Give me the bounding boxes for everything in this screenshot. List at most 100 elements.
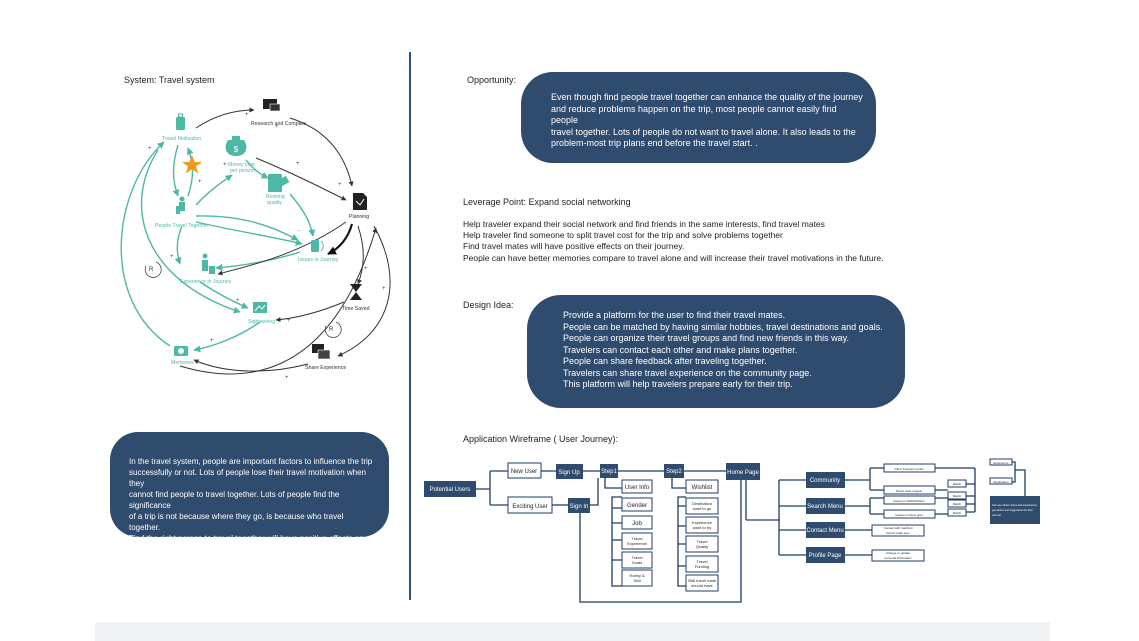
wireframe-diagram: Potential Users Sign Up Sign In Step1 St… — [424, 458, 1040, 603]
document-icon — [353, 193, 367, 210]
wish-experience-l2: want to try — [693, 525, 711, 530]
node-sightseeing: Sightseeing — [248, 319, 275, 325]
summary-line: In the travel system, people are importa… — [129, 457, 373, 466]
wish-funding-l2: Funding — [695, 564, 709, 569]
job-label: Job — [632, 521, 642, 527]
link-money-planning — [255, 157, 347, 201]
summary-line: successfully or not. Lots of people lose… — [129, 468, 367, 488]
opportunity-line: Even though find people travel together … — [551, 92, 863, 102]
star-icon — [182, 155, 202, 174]
existing-user-label: Exciting User — [512, 504, 547, 510]
sign-in-button: Sign In — [570, 504, 589, 510]
design-line: Provide a platform for the user to find … — [563, 310, 786, 320]
link-motivation-sightseeing — [140, 149, 241, 314]
section-divider — [409, 52, 411, 600]
summary-line: cannot find people to travel together. L… — [129, 490, 340, 510]
loop-label-1: R — [149, 267, 154, 273]
travel-experience-l1: Travel — [632, 536, 643, 541]
sign-plus: + — [170, 254, 174, 260]
gender-label: Gender — [627, 503, 647, 509]
sign-plus: + — [287, 318, 291, 324]
design-line: People can organize their travel groups … — [563, 333, 849, 343]
sign-plus: + — [364, 266, 368, 272]
link-planning-experience — [217, 221, 347, 276]
causal-loop-diagram: $ R R + + — [120, 99, 391, 381]
link-people-experience — [174, 225, 183, 265]
note-travel-mate-request: Travel mate request — [896, 489, 923, 493]
wish-quality-l2: Quality — [696, 544, 708, 549]
hobby-skill-l2: Skill — [633, 578, 640, 583]
travel-experience-l2: Experience — [627, 541, 648, 546]
svg-text:$: $ — [234, 145, 239, 154]
step1-label: Step1 — [601, 469, 617, 475]
note-match: Match — [953, 511, 962, 515]
link-planning-share — [337, 225, 391, 357]
menu-community: Community — [810, 478, 840, 484]
leverage-line: Help traveler find someone to split trav… — [463, 230, 783, 241]
design-label: Design Idea: — [463, 300, 514, 310]
note-match: Match — [953, 482, 962, 486]
link-motivation-people — [172, 144, 180, 197]
booking-icon — [268, 174, 290, 192]
link-sightseeing-memories — [193, 321, 261, 353]
opportunity-line: problem-most trip plans end before the t… — [551, 138, 758, 148]
link-share-memories — [193, 359, 309, 372]
wishlist-label: Wishlist — [692, 485, 713, 491]
menu-profile: Profile Page — [809, 553, 842, 559]
link-memories-motivation — [120, 141, 171, 347]
design-line: Travelers can contact each other and mak… — [563, 344, 798, 355]
node-planning: Planning — [349, 214, 369, 220]
wish-destination-l1: Destination — [692, 501, 712, 506]
system-title: System: Travel system — [124, 75, 215, 85]
link-issues-experience — [215, 251, 301, 271]
step2-label: Step2 — [666, 469, 682, 475]
wish-quality-l1: Travel — [697, 539, 708, 544]
sign-plus: + — [236, 298, 240, 304]
link-motivation-research — [195, 107, 255, 129]
link-experience-sightseeing — [199, 281, 249, 309]
link-memories-share-outer — [179, 227, 378, 375]
travel-goals-l1: Travel — [632, 555, 643, 560]
node-research-compare: Research and Compare — [251, 121, 306, 127]
note-destination: Destination — [993, 480, 1008, 484]
traveler-icon — [202, 253, 215, 274]
link-planning-issues-bold — [327, 223, 354, 255]
opportunity-box: Even though find people travel together … — [521, 72, 876, 163]
luggage-icon — [176, 113, 185, 130]
link-people-money — [195, 174, 233, 206]
user-info-label: User Info — [625, 485, 650, 491]
link-time-sightseeing — [275, 301, 345, 323]
sign-up-button: Sign Up — [558, 470, 580, 476]
summary-line: later planning and traveling stages. — [129, 556, 254, 565]
travel-goals-l2: Goals — [632, 560, 642, 565]
share-screens-icon — [312, 344, 331, 360]
design-line: This platform will help travelers prepar… — [563, 379, 793, 389]
suggestion-line-2: get advice and suggestions for their — [992, 508, 1033, 512]
home-page-label: Home Page — [727, 470, 759, 476]
sign-plus: + — [275, 124, 279, 130]
note-experience: Experience — [993, 461, 1008, 465]
node-money-cost-l2: per person — [230, 168, 255, 174]
wireframe-title: Application Wireframe ( User Journey): — [463, 434, 619, 444]
opportunity-line: travel together. Lots of people do not w… — [551, 126, 856, 137]
phone-icon — [311, 240, 324, 252]
leverage-line: Find travel mates will have positive eff… — [463, 241, 685, 252]
sign-plus: + — [338, 182, 342, 188]
sign-minus: - — [298, 228, 300, 234]
link-money-booking — [245, 159, 269, 179]
node-experience-in-journey: Experience in Journey — [180, 279, 232, 285]
sign-plus: + — [223, 162, 227, 168]
link-people-issues-curve — [195, 221, 303, 246]
loop-label-2: R — [329, 327, 334, 333]
link-people-motivation — [186, 147, 194, 197]
note-contact-l1: Contact with matched — [884, 526, 913, 530]
person-icon — [176, 196, 185, 214]
node-booking-l1: Booking — [266, 194, 285, 200]
system-summary-box: In the travel system, people are importa… — [110, 432, 389, 565]
camera-icon — [174, 346, 188, 356]
suggestion-line-3: own trip — [992, 513, 1002, 517]
sign-plus: + — [296, 161, 300, 167]
node-booking-l2: quality — [267, 200, 282, 206]
wish-skill-l2: should have — [691, 583, 713, 588]
design-line: Travelers can share travel experience on… — [563, 367, 812, 378]
